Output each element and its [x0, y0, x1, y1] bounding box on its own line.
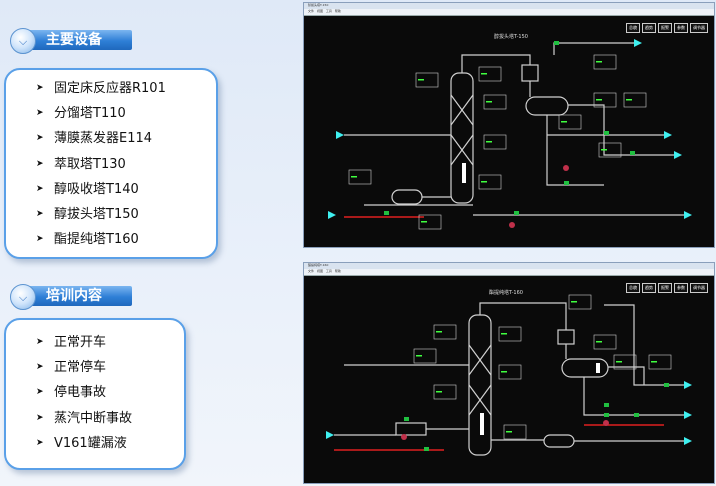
stream-arrow-icon: [674, 151, 682, 159]
alarm-button[interactable]: 报警: [658, 23, 672, 33]
stream-arrow-icon: [664, 131, 672, 139]
heat-exchanger: [395, 422, 427, 436]
list-item: ➤酯提纯塔T160: [6, 227, 216, 252]
overview-button[interactable]: 总貌: [626, 23, 640, 33]
arrow-bullet-icon: ➤: [36, 183, 44, 194]
menu-bar: [304, 269, 714, 276]
condenser: [521, 64, 539, 82]
trend-button[interactable]: 趋势: [642, 23, 656, 33]
trend-button[interactable]: 趋势: [642, 283, 656, 293]
list-item: ➤萃取塔T130: [6, 152, 216, 177]
window-title: 酯提纯塔T-160: [308, 263, 329, 267]
arrow-bullet-icon: ➤: [36, 337, 44, 347]
equipment-list: ➤固定床反应器R101 ➤分馏塔T110 ➤薄膜蒸发器E114 ➤萃取塔T130…: [4, 68, 218, 259]
distillation-column: [450, 72, 474, 204]
menu-bar: [304, 9, 714, 16]
list-item: ➤薄膜蒸发器E114: [6, 126, 216, 151]
process-title: 酯提纯塔T-160: [489, 290, 523, 296]
list-item: ➤蒸汽中断事故: [6, 406, 184, 431]
controller-button[interactable]: 调节器: [690, 23, 708, 33]
window-titlebar: [304, 263, 714, 269]
parameter-button[interactable]: 参数: [674, 23, 688, 33]
reflux-drum: [525, 96, 569, 116]
controller-button[interactable]: 调节器: [690, 283, 708, 293]
window-titlebar: [304, 3, 714, 9]
process-flow-diagram: [328, 39, 692, 230]
arrow-bullet-icon: ➤: [36, 362, 44, 373]
dcs-toolbar: 总貌 趋势 报警 参数 调节器: [626, 23, 708, 33]
stream-arrow-icon: [684, 381, 692, 389]
list-item: ➤V161罐漏液: [6, 431, 184, 456]
stream-arrow-icon: [684, 437, 692, 445]
arrow-bullet-icon: ➤: [36, 83, 44, 93]
section-header-equipment: 主要设备 ⌵: [8, 28, 132, 54]
list-item: ➤停电事故: [6, 380, 184, 405]
arrow-bullet-icon: ➤: [36, 208, 44, 219]
arrow-bullet-icon: ➤: [36, 437, 44, 448]
stream-arrow-icon: [326, 431, 334, 439]
section-title-equipment: 主要设备: [20, 30, 132, 50]
stream-arrow-icon: [684, 211, 692, 219]
menu-bar-text: 文件 视图 工具 帮助: [308, 9, 341, 13]
list-item: ➤固定床反应器R101: [6, 76, 216, 101]
list-item: ➤醇拔头塔T150: [6, 202, 216, 227]
condenser: [557, 329, 575, 345]
section-title-training: 培训内容: [20, 286, 132, 306]
overview-button[interactable]: 总貌: [626, 283, 640, 293]
dcs-toolbar: 总貌 趋势 报警 参数 调节器: [626, 283, 708, 293]
alarm-button[interactable]: 报警: [658, 283, 672, 293]
dcs-screenshot-top: 醇拔头塔T-150 文件 视图 工具 帮助 醇拔头塔T-150 总貌 趋势 报警…: [303, 2, 715, 248]
chevron-down-emblem-icon: ⌵: [10, 284, 36, 310]
window-title: 醇拔头塔T-150: [308, 3, 329, 7]
list-item: ➤分馏塔T110: [6, 101, 216, 126]
arrow-bullet-icon: ➤: [36, 158, 44, 169]
list-item: ➤正常停车: [6, 355, 184, 380]
arrow-bullet-icon: ➤: [36, 387, 44, 398]
stream-arrow-icon: [336, 131, 344, 139]
reboiler: [391, 189, 423, 205]
parameter-button[interactable]: 参数: [674, 283, 688, 293]
stream-arrow-icon: [328, 211, 336, 219]
process-title: 醇拔头塔T-150: [494, 34, 528, 40]
reboiler: [543, 434, 575, 448]
stream-arrow-icon: [634, 39, 642, 47]
process-flow-diagram: [326, 294, 692, 456]
list-item: ➤醇吸收塔T140: [6, 177, 216, 202]
arrow-bullet-icon: ➤: [36, 108, 44, 119]
arrow-bullet-icon: ➤: [36, 234, 44, 245]
dcs-screenshot-bottom: 酯提纯塔T-160 文件 视图 工具 帮助 酯提纯塔T-160 总貌 趋势 报警…: [303, 262, 715, 484]
arrow-bullet-icon: ➤: [36, 133, 44, 144]
section-header-training: 培训内容 ⌵: [8, 284, 132, 310]
reflux-drum: [561, 358, 609, 378]
training-list: ➤正常开车 ➤正常停车 ➤停电事故 ➤蒸汽中断事故 ➤V161罐漏液: [4, 318, 186, 470]
menu-bar-text: 文件 视图 工具 帮助: [308, 269, 341, 273]
stream-arrow-icon: [684, 411, 692, 419]
list-item: ➤正常开车: [6, 330, 184, 355]
arrow-bullet-icon: ➤: [36, 412, 44, 423]
chevron-down-emblem-icon: ⌵: [10, 28, 36, 54]
